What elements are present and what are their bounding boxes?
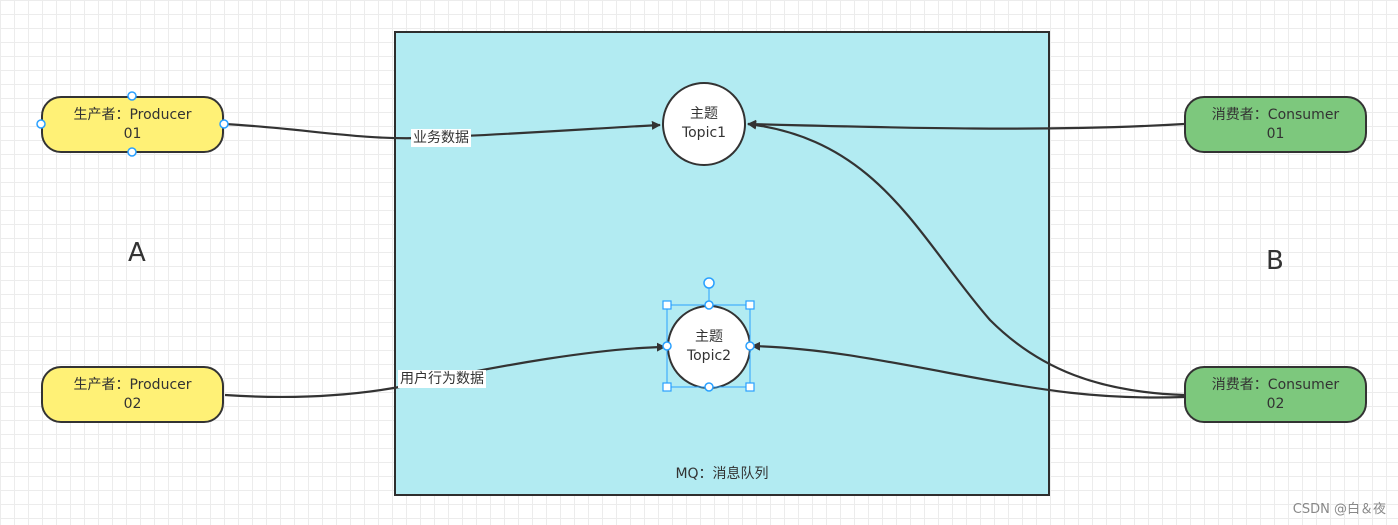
producer-01-handle-top bbox=[127, 91, 137, 101]
consumer-01-node[interactable]: 消费者：Consumer 01 bbox=[1184, 96, 1367, 153]
topic-2-title: 主题 bbox=[695, 329, 723, 345]
consumer-01-id: 01 bbox=[1266, 125, 1285, 142]
producer-02-title: 生产者：Producer bbox=[73, 376, 192, 393]
edge-consumer02-topic2 bbox=[751, 341, 1185, 399]
consumer-01-title: 消费者：Consumer bbox=[1211, 106, 1340, 123]
topic-2-rotate-handle bbox=[703, 277, 715, 289]
topic-2-handle-tl bbox=[662, 300, 672, 310]
topic-2-handle-tr bbox=[745, 300, 755, 310]
topic-2-name: Topic2 bbox=[686, 348, 732, 364]
producer-01-id: 01 bbox=[123, 125, 142, 142]
producer-01-handle-right bbox=[219, 119, 229, 129]
side-label-b: B bbox=[1266, 246, 1284, 276]
edge-consumer01-topic1 bbox=[747, 119, 1185, 130]
topic-2-handle-bl bbox=[662, 382, 672, 392]
producer-01-handle-left bbox=[36, 119, 46, 129]
topic-2-handle-left bbox=[662, 341, 672, 351]
consumer-02-node[interactable]: 消费者：Consumer 02 bbox=[1184, 366, 1367, 423]
topic-2-handle-right bbox=[745, 341, 755, 351]
watermark: CSDN @白＆夜 bbox=[1292, 502, 1386, 517]
topic-1-node[interactable]: 主题 Topic1 bbox=[662, 82, 746, 166]
topic-2-handle-bottom bbox=[704, 382, 714, 392]
side-label-a: A bbox=[128, 238, 146, 268]
producer-02-node[interactable]: 生产者：Producer 02 bbox=[41, 366, 224, 423]
producer-01-title: 生产者：Producer bbox=[73, 106, 192, 123]
consumer-02-title: 消费者：Consumer bbox=[1211, 376, 1340, 393]
topic-1-title: 主题 bbox=[690, 106, 718, 122]
edge-label-business-data[interactable]: 业务数据 bbox=[411, 129, 471, 147]
mq-label: MQ：消息队列 bbox=[675, 466, 769, 482]
producer-02-id: 02 bbox=[123, 395, 142, 412]
edge-label-user-behavior-data[interactable]: 用户行为数据 bbox=[398, 370, 486, 388]
consumer-02-id: 02 bbox=[1266, 395, 1285, 412]
topic-2-handle-br bbox=[745, 382, 755, 392]
topic-1-name: Topic1 bbox=[681, 125, 727, 141]
producer-01-handle-bottom bbox=[127, 147, 137, 157]
topic-2-selection-box bbox=[666, 304, 751, 388]
topic-2-handle-top bbox=[704, 300, 714, 310]
edge-consumer02-topic1 bbox=[747, 120, 1185, 397]
